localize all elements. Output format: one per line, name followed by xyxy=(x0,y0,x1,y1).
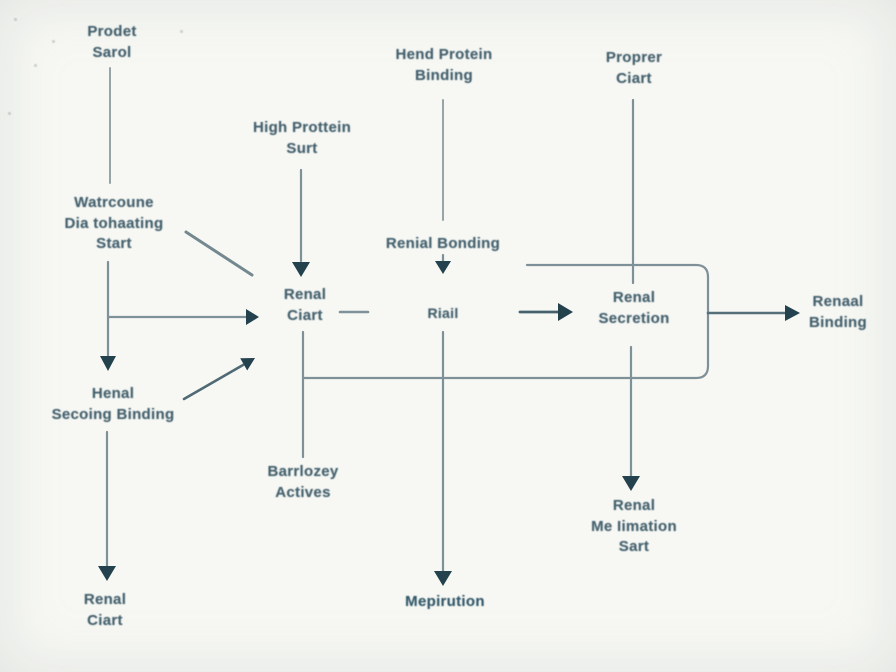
node-label-line: Hend Protein xyxy=(395,46,493,63)
node-label-line: Renal xyxy=(283,286,327,303)
edge-henal-diagonal xyxy=(182,363,245,401)
node-label-line: Ciart xyxy=(87,611,123,629)
node-label-line: Actives xyxy=(275,483,331,501)
node-mepirution: Mepirution xyxy=(405,592,485,613)
arrowhead-down-me-iimation xyxy=(622,476,640,491)
node-label-line: High Prottein xyxy=(252,119,352,136)
arrowhead-right-secretion xyxy=(558,303,573,321)
node-renal-me-iimation: Renal Me Iimation Sart xyxy=(591,496,677,558)
node-label-line: Secretion xyxy=(598,309,670,327)
node-label-line: Renaal xyxy=(812,293,864,310)
noise-speck xyxy=(180,30,183,33)
node-renal-secretion: Renal Secretion xyxy=(598,288,669,329)
node-label-line: Secoing Binding xyxy=(51,405,175,423)
node-renal-ciart-bottom: Renal Ciart xyxy=(84,590,126,631)
node-watrcoune: Watrcoune Dia tohaating Start xyxy=(65,193,164,255)
node-renal-ciart: Renal Ciart xyxy=(284,285,326,326)
node-label-line: Renal xyxy=(612,289,656,306)
node-label-line: Barrlozey xyxy=(267,463,339,480)
node-label-line: Renal xyxy=(83,591,127,608)
node-label-line: Sarol xyxy=(92,43,132,61)
noise-speck xyxy=(34,64,37,67)
node-label-line: Binding xyxy=(809,313,867,331)
arrowhead-down-henal xyxy=(100,356,116,371)
noise-speck xyxy=(14,18,17,21)
node-prodet-sarol: Prodet Sarol xyxy=(87,22,136,63)
node-label-line: Prodet xyxy=(87,23,137,40)
node-label-line: Binding xyxy=(415,66,473,84)
node-label-line: Me Iimation xyxy=(591,517,677,535)
node-hend-protein: Hend Protein Binding xyxy=(396,45,493,86)
node-label-line: Renial Bonding xyxy=(385,235,501,252)
arrowhead-down-riail xyxy=(435,261,451,274)
edge-watrcoune-diagonal xyxy=(184,230,254,277)
edge-feedback-loop xyxy=(301,263,710,380)
node-high-prottein: High Prottein Surt xyxy=(253,118,351,159)
node-label-line: Surt xyxy=(286,139,318,157)
node-label-line: Riail xyxy=(427,305,459,321)
arrowhead-down-renal-ciart xyxy=(292,262,310,277)
node-henal-secoing: Henal Secoing Binding xyxy=(52,384,175,425)
node-label-line: Renal xyxy=(612,497,656,514)
node-label-line: Henal xyxy=(91,385,135,402)
arrowhead-diagonal-renal-ciart xyxy=(240,358,255,371)
node-label-line: Dia tohaating xyxy=(64,214,164,232)
node-label-line: Ciart xyxy=(616,69,652,87)
noise-speck xyxy=(8,112,11,115)
node-label-line: Proprer xyxy=(605,49,663,66)
node-label-line: Ciart xyxy=(287,306,323,324)
arrowhead-down-mepirution xyxy=(434,571,452,586)
node-barrlozey: Barrlozey Actives xyxy=(267,462,338,503)
node-label-line: Start xyxy=(96,235,132,253)
node-label-line: Watrcoune xyxy=(74,194,154,211)
arrowhead-down-renal-bottom xyxy=(98,566,116,581)
node-label-line: Mepirution xyxy=(405,593,485,610)
node-proprer-ciart: Proprer Ciart xyxy=(606,48,662,89)
node-renaal-binding: Renaal Binding xyxy=(809,292,867,333)
noise-speck xyxy=(52,40,55,43)
node-riail: Riail xyxy=(427,304,458,323)
arrowhead-right-renal-ciart xyxy=(246,309,259,325)
node-label-line: Sart xyxy=(618,538,650,556)
node-renial-bonding: Renial Bonding xyxy=(386,234,500,255)
arrowhead-right-renaal xyxy=(785,305,800,321)
